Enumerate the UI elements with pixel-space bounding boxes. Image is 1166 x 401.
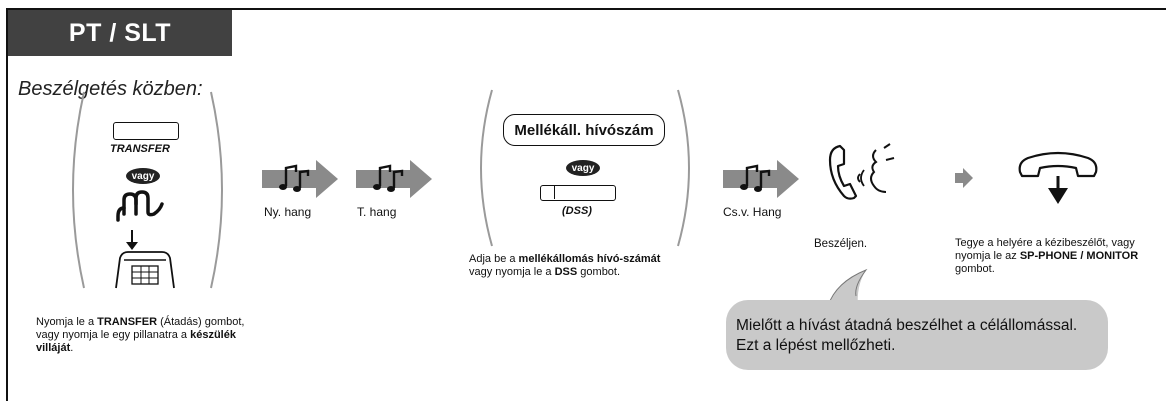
tone-arrow-1-icon	[262, 160, 338, 198]
section-header: PT / SLT	[8, 10, 232, 56]
or-badge-2: vagy	[566, 160, 600, 176]
left-parenthesis-2	[480, 89, 493, 247]
hookswitch-flash-icon	[115, 190, 175, 289]
dss-button-label: (DSS)	[562, 205, 592, 217]
right-parenthesis-1	[210, 91, 223, 289]
tone-label-1: Ny. hang	[264, 205, 312, 219]
extension-number-key: Mellékáll. hívószám	[503, 114, 665, 146]
bubble-tail	[827, 268, 868, 308]
step2-description: Adja be a mellékállomás hívó-számát vagy…	[469, 253, 661, 278]
note-line-2: Ezt a lépést mellőzheti.	[736, 337, 896, 354]
dss-button-icon	[540, 185, 616, 201]
tone-arrow-2-icon	[356, 160, 432, 198]
step1-description: Nyomja le a TRANSFER (Átadás) gombot, va…	[36, 316, 245, 354]
frame-top-border	[6, 8, 1166, 10]
tone-label-2: T. hang	[357, 205, 397, 219]
tone-label-3: Cs.v. Hang	[723, 205, 782, 219]
right-parenthesis-2	[677, 89, 690, 247]
dss-button-divider	[554, 185, 555, 199]
or-badge-1: vagy	[126, 168, 160, 184]
subtitle: Beszélgetés közben:	[18, 78, 203, 100]
note-line-1: Mielőtt a hívást átadná beszélhet a célá…	[736, 317, 1078, 334]
tone-arrow-3-icon	[723, 160, 799, 198]
note-text: Mielőtt a hívást átadná beszélhet a célá…	[736, 316, 1077, 356]
left-parenthesis-1	[72, 91, 85, 289]
frame-left-border	[6, 8, 8, 401]
next-step-arrow-icon	[955, 168, 973, 188]
step4-description: Tegye a helyére a kézibeszélőt, vagy nyo…	[955, 237, 1139, 275]
handset-talk-icon	[828, 143, 895, 200]
header-title: PT / SLT	[68, 18, 172, 47]
transfer-button-icon	[113, 122, 179, 140]
hang-up-handset-icon	[1018, 151, 1098, 204]
transfer-button-label: TRANSFER	[110, 143, 170, 155]
note-bubble	[726, 300, 1108, 370]
step3-description: Beszéljen.	[814, 238, 868, 250]
